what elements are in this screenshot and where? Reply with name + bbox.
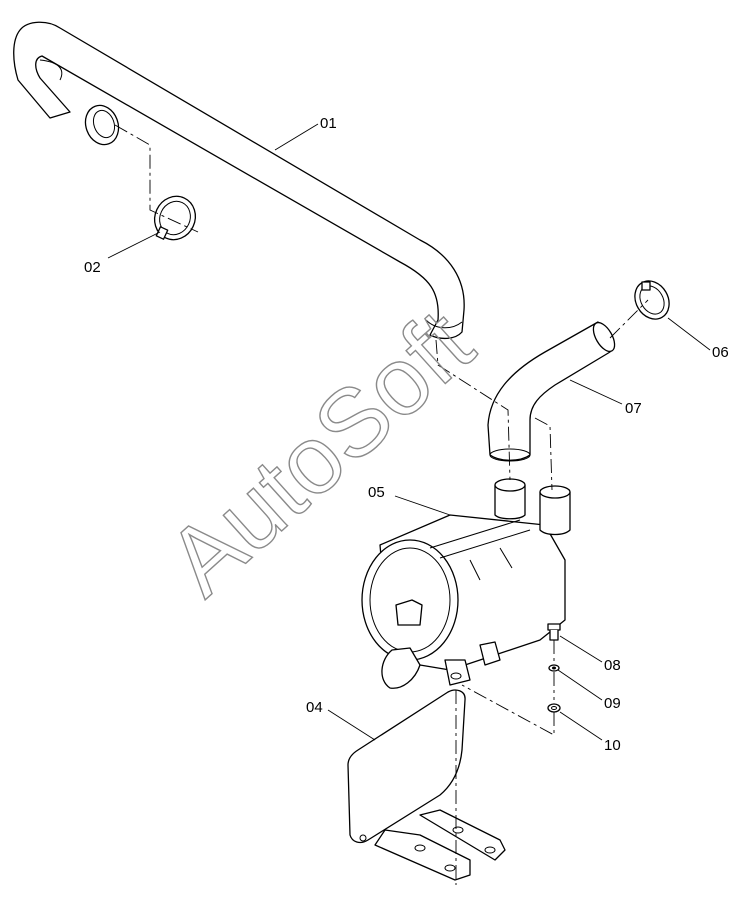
callout-labels: 01 02 04 05 06 07 08 09 10 (84, 115, 729, 754)
part-08-bolt[interactable] (547, 623, 561, 641)
callout-02: 02 (84, 259, 101, 276)
callout-05: 05 (368, 484, 385, 501)
callout-leaders (107, 123, 711, 741)
callout-08: 08 (604, 657, 621, 674)
part-02-hose-clamp[interactable] (148, 190, 203, 247)
part-05-air-filter[interactable] (361, 478, 571, 689)
callout-10: 10 (604, 737, 621, 754)
part-07-elbow-hose[interactable] (487, 319, 619, 462)
callout-06: 06 (712, 344, 729, 361)
callout-09: 09 (604, 695, 621, 712)
assembly-center-lines (114, 124, 649, 885)
part-04-mounting-bracket[interactable] (347, 689, 506, 881)
part-09-spring-washer[interactable] (548, 664, 560, 672)
callout-07: 07 (625, 400, 642, 417)
part-06-hose-clamp[interactable] (628, 275, 676, 326)
callout-04: 04 (306, 699, 323, 716)
part-10-flat-washer[interactable] (547, 703, 561, 713)
part-01-intake-pipe[interactable] (13, 21, 465, 340)
callout-01: 01 (320, 115, 337, 132)
